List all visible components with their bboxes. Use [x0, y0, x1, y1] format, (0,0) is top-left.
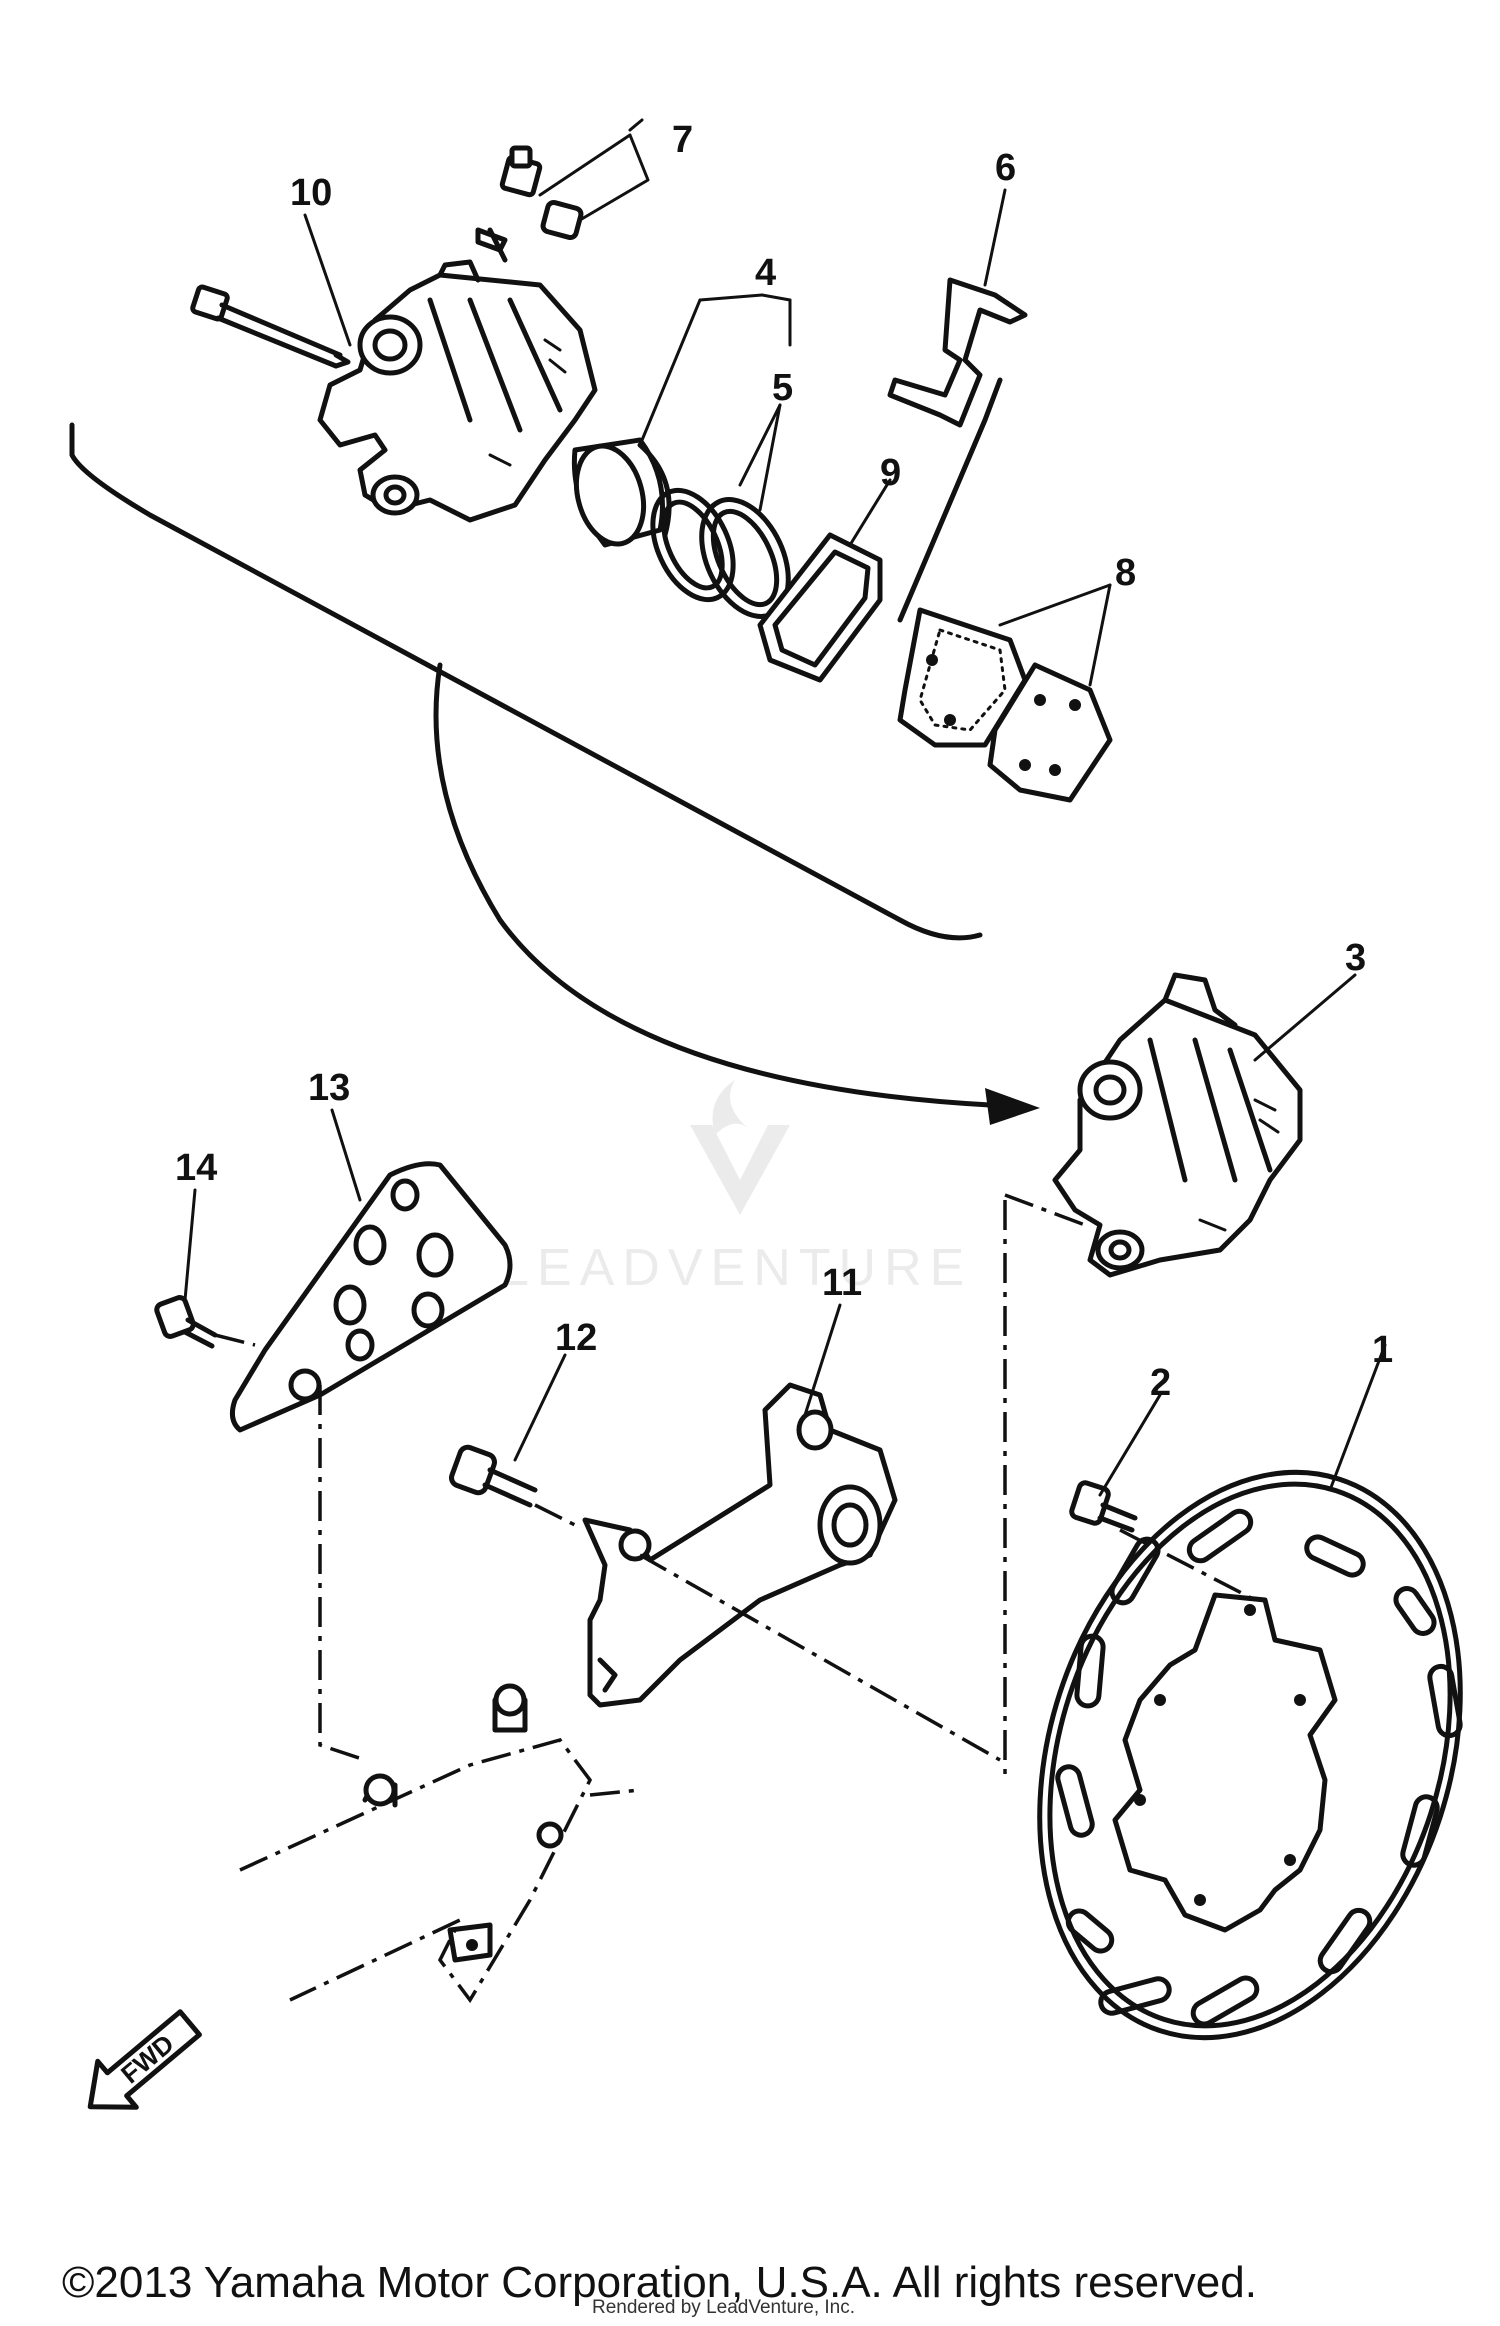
- callout-1: 1: [1372, 1329, 1393, 1371]
- callout-9: 9: [880, 452, 901, 494]
- copyright-notice: ©2013 Yamaha Motor Corporation, U.S.A. A…: [62, 2258, 1257, 2307]
- arrow-head: [985, 1088, 1040, 1125]
- caliper-guard-13: [229, 1161, 513, 1433]
- leadventure-logo-icon: LEADVENTURE: [500, 1080, 972, 1297]
- screw-14: [154, 1295, 218, 1349]
- brake-disc-1: [1037, 1469, 1463, 2041]
- callout-5: 5: [772, 367, 793, 409]
- leader-lines: [183, 118, 1387, 1497]
- callout-3: 3: [1345, 937, 1366, 979]
- pad-shim-9: [757, 532, 883, 683]
- brake-pads-8: [897, 377, 1113, 803]
- callout-8: 8: [1115, 552, 1136, 594]
- caliper-bracket-11: [582, 1382, 898, 1708]
- callout-4: 4: [755, 252, 776, 294]
- watermark-text: LEADVENTURE: [500, 1239, 972, 1297]
- assembly-lines: [214, 1193, 1256, 1775]
- callout-7: 7: [672, 119, 693, 161]
- rendered-by-notice: Rendered by LeadVenture, Inc.: [592, 2297, 856, 2318]
- piston-4: [571, 437, 672, 548]
- bleed-screw-7: [475, 133, 650, 263]
- pad-spring-6: [887, 277, 1028, 428]
- callout-numbers: 1 2 3 4 5 6 7 8 9 10 11 12 13 14: [175, 119, 1393, 1404]
- disc-bolt-2: [1069, 1480, 1138, 1533]
- callout-2: 2: [1150, 1362, 1171, 1404]
- seals-5: [650, 487, 791, 619]
- callout-11: 11: [822, 1262, 862, 1304]
- callout-12: 12: [555, 1317, 597, 1359]
- callout-10: 10: [290, 172, 332, 214]
- caliper-assembly-3: [1052, 972, 1303, 1278]
- fwd-arrow-icon: FWD: [87, 2009, 202, 2110]
- bolt-12: [448, 1444, 538, 1508]
- caliper-body-top: [317, 259, 598, 523]
- pin-bolt-10: [190, 284, 351, 369]
- callout-6: 6: [995, 147, 1016, 189]
- callout-13: 13: [308, 1067, 350, 1109]
- swingarm-outline: [239, 1683, 641, 2004]
- callout-14: 14: [175, 1147, 217, 1189]
